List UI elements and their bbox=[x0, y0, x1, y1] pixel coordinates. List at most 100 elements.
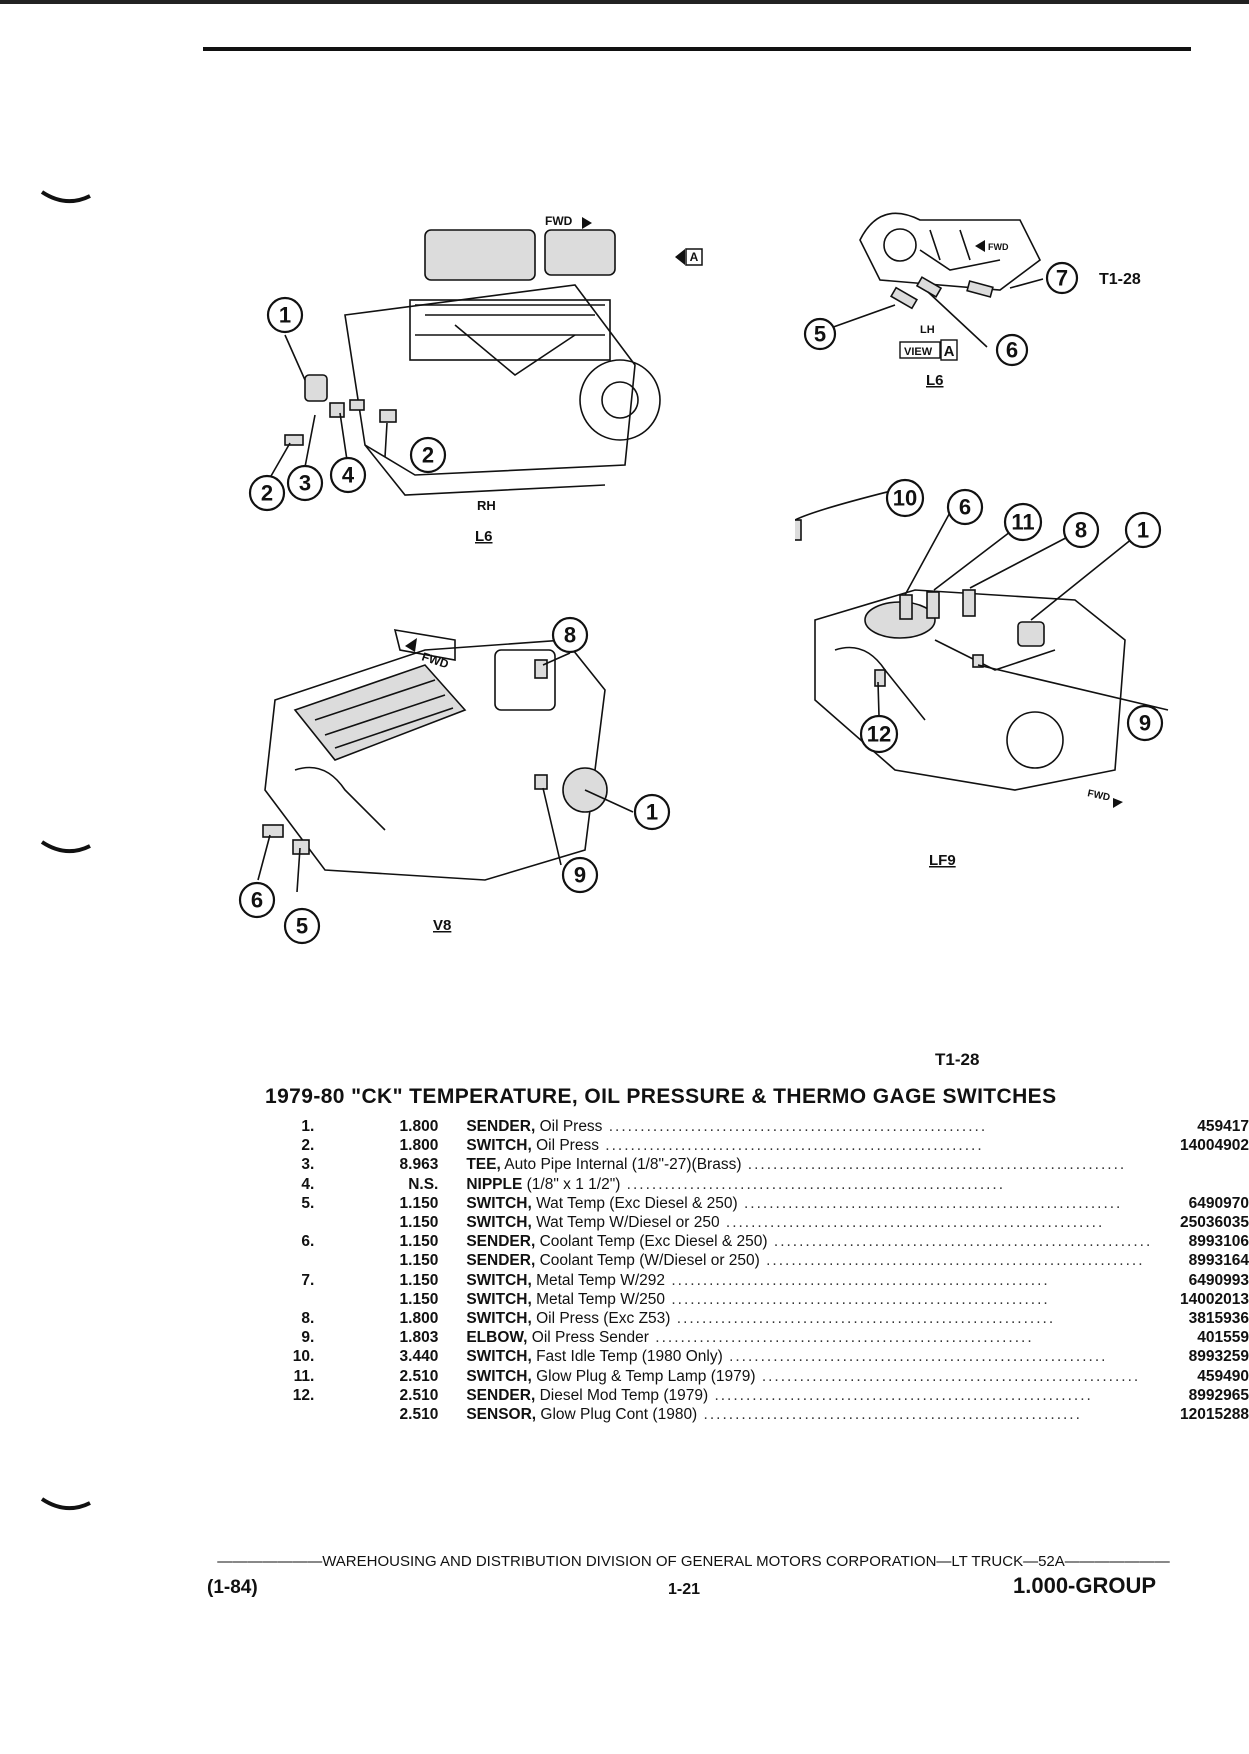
part-detail: Coolant Temp (Exc Diesel & 250) bbox=[539, 1233, 768, 1251]
item-number: 3. bbox=[301, 1156, 315, 1174]
group-number: 2.510 bbox=[399, 1367, 439, 1385]
table-row: 1.150 SWITCH, Metal Temp W/250 ..........… bbox=[260, 1290, 1249, 1309]
leader-dots: ........................................… bbox=[670, 1309, 1056, 1327]
group-number: 1.150 bbox=[399, 1214, 439, 1232]
table-row: 3. 8.963 TEE, Auto Pipe Internal (1/8"-27)… bbox=[260, 1155, 1249, 1174]
svg-text:6: 6 bbox=[1006, 338, 1018, 363]
table-row: 11. 2.510 SWITCH, Glow Plug & Temp Lamp (1… bbox=[260, 1366, 1249, 1385]
svg-text:6: 6 bbox=[959, 495, 971, 520]
part-description: TEE, Auto Pipe Internal (1/8"-27)(Brass)… bbox=[466, 1155, 1152, 1174]
leader-dots: ........................................… bbox=[708, 1386, 1093, 1404]
fwd-arrow-icon bbox=[975, 240, 985, 252]
svg-text:6: 6 bbox=[251, 888, 263, 913]
leader-dots: ........................................… bbox=[697, 1405, 1082, 1423]
leader-dots: ........................................… bbox=[741, 1156, 1127, 1174]
part-description: SWITCH, Glow Plug & Temp Lamp (1979) ...… bbox=[466, 1366, 1152, 1385]
leader-dots: ........................................… bbox=[719, 1214, 1105, 1232]
figure-l6-rh: 1 2 3 4 2 FWD A RH L6 bbox=[248, 214, 703, 545]
figure-lf9: 10 6 11 8 1 9 12 FWD LF9 bbox=[795, 478, 1169, 869]
group-number: 1.803 bbox=[399, 1329, 439, 1347]
part-description: SWITCH, Wat Temp W/Diesel or 250 .......… bbox=[466, 1213, 1152, 1232]
figure-l6-lh-view-a: 5 6 7 FWD T1-28 LH VIEW A L6 bbox=[803, 212, 1141, 389]
sender-parts-drawing bbox=[284, 374, 397, 446]
part-number: 8993259 bbox=[1188, 1348, 1249, 1366]
table-ref: T1-28 bbox=[935, 1050, 980, 1069]
group-number: 2.510 bbox=[399, 1405, 439, 1423]
callout-11: 11 bbox=[1003, 502, 1043, 542]
part-description: SWITCH, Fast Idle Temp (1980 Only) .....… bbox=[466, 1347, 1152, 1366]
item-number bbox=[260, 1405, 314, 1424]
part-description: SWITCH, Metal Temp W/250 ...............… bbox=[466, 1290, 1152, 1309]
part-description: SWITCH, Oil Press ......................… bbox=[466, 1136, 1152, 1155]
leader-dots: ........................................… bbox=[722, 1348, 1108, 1366]
part-number: 8993164 bbox=[1188, 1252, 1249, 1270]
svg-text:1: 1 bbox=[279, 303, 291, 328]
callout-6: 6 bbox=[238, 881, 276, 919]
item-number bbox=[260, 1251, 314, 1270]
part-name: SWITCH, bbox=[466, 1137, 532, 1155]
engine-label-v8: V8 bbox=[433, 917, 451, 934]
svg-text:3: 3 bbox=[299, 471, 311, 496]
callout-5: 5 bbox=[283, 907, 321, 945]
footer-text: WAREHOUSING AND DISTRIBUTION DIVISION OF… bbox=[322, 1553, 1065, 1570]
leader-dots: ........................................… bbox=[648, 1329, 1034, 1347]
part-description: SENSOR, Glow Plug Cont (1980) ..........… bbox=[466, 1405, 1152, 1424]
part-name: SENDER, bbox=[466, 1252, 536, 1270]
group-number: 1.150 bbox=[399, 1290, 439, 1308]
part-number: 14004902 bbox=[1180, 1137, 1249, 1155]
binder-hole-mark bbox=[40, 190, 91, 204]
callout-9: 9 bbox=[561, 856, 599, 894]
engine-label-lf9: LF9 bbox=[929, 852, 956, 869]
footer-line: ———————WAREHOUSING AND DISTRIBUTION DIVI… bbox=[217, 1553, 1170, 1570]
manifold-drawing bbox=[859, 212, 1042, 291]
figure-ref: T1-28 bbox=[1099, 271, 1141, 288]
part-name: SENDER, bbox=[466, 1386, 536, 1404]
part-detail: Wat Temp (Exc Diesel & 250) bbox=[536, 1194, 738, 1212]
fwd-arrow-icon bbox=[1113, 798, 1123, 808]
engine-v8-drawing bbox=[264, 629, 608, 881]
svg-text:1: 1 bbox=[646, 800, 658, 825]
footer-dash-right: ——————— bbox=[1064, 1553, 1170, 1570]
part-name: SWITCH, bbox=[466, 1271, 532, 1289]
part-number: 25036035 bbox=[1180, 1214, 1249, 1232]
group-number: 1.150 bbox=[399, 1233, 439, 1251]
item-number: 4. bbox=[301, 1175, 315, 1193]
part-name: SENDER, bbox=[466, 1118, 536, 1136]
part-detail: Wat Temp W/Diesel or 250 bbox=[536, 1214, 720, 1232]
part-description: SENDER, Oil Press ......................… bbox=[466, 1117, 1152, 1136]
part-detail: Oil Press bbox=[539, 1118, 603, 1136]
group-number: 1.150 bbox=[399, 1271, 439, 1289]
svg-text:10: 10 bbox=[893, 486, 917, 511]
footer-group: 1.000-GROUP bbox=[1013, 1573, 1157, 1598]
part-detail: Glow Plug Cont (1980) bbox=[540, 1405, 698, 1423]
footer-dash-left: ——————— bbox=[217, 1553, 323, 1570]
callout-1: 1 bbox=[1124, 511, 1162, 549]
item-number bbox=[260, 1213, 314, 1232]
sender-parts-drawing bbox=[795, 519, 1045, 687]
part-name: SWITCH, bbox=[466, 1309, 532, 1327]
part-detail: (1/8" x 1 1/2") bbox=[526, 1175, 621, 1193]
leader-dots: ........................................… bbox=[602, 1118, 988, 1136]
engine-label-l6: L6 bbox=[475, 528, 493, 545]
item-number: 7. bbox=[301, 1271, 315, 1289]
group-number: 2.510 bbox=[399, 1386, 439, 1404]
callout-7: 7 bbox=[1045, 261, 1079, 295]
footer-date: (1-84) bbox=[207, 1577, 258, 1598]
callout-1: 1 bbox=[266, 296, 304, 334]
page-number: 1-21 bbox=[668, 1581, 701, 1598]
svg-text:7: 7 bbox=[1056, 266, 1068, 291]
item-number: 11. bbox=[293, 1367, 315, 1385]
view-letter: A bbox=[944, 343, 955, 360]
part-detail: Diesel Mod Temp (1979) bbox=[539, 1386, 709, 1404]
part-name: SENSOR, bbox=[466, 1405, 537, 1423]
view-box bbox=[899, 341, 941, 359]
part-number: 14002013 bbox=[1180, 1290, 1249, 1308]
callout-8: 8 bbox=[551, 616, 589, 654]
group-number: 8.963 bbox=[399, 1156, 439, 1174]
part-detail: Metal Temp W/250 bbox=[536, 1290, 666, 1308]
part-number: 6490993 bbox=[1188, 1271, 1249, 1289]
